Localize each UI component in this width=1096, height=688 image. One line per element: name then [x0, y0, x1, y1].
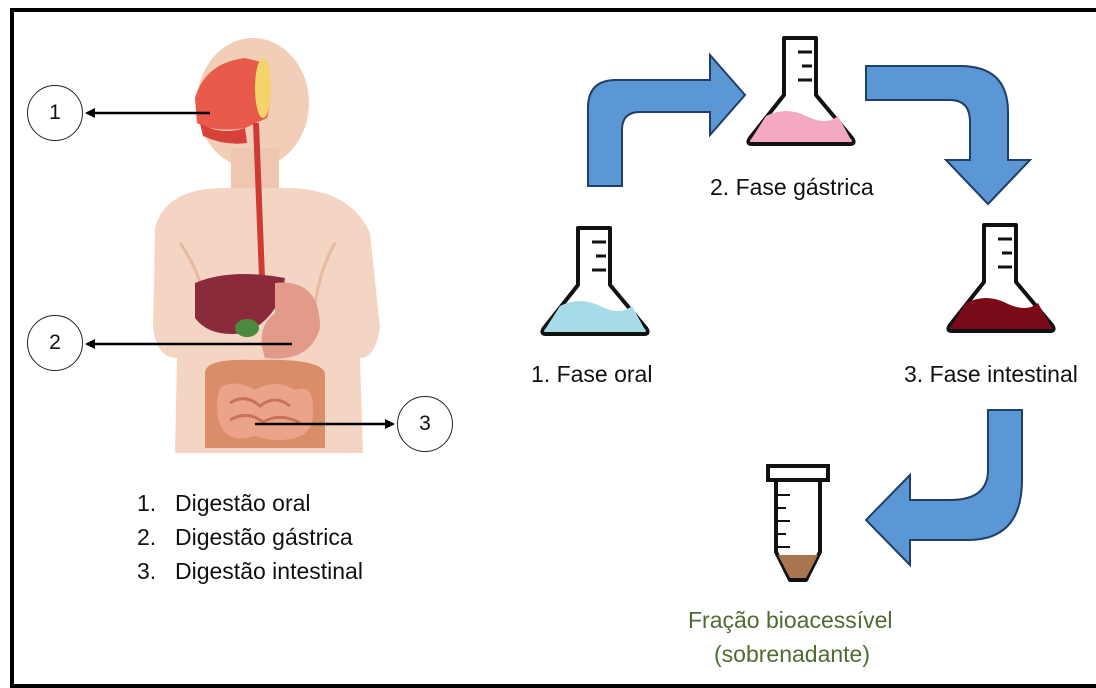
flow-arrow-gastric-to-intestinal: [866, 66, 1030, 204]
label-result-line1: Fração bioacessível: [688, 609, 893, 632]
label-phase-intestinal: 3. Fase intestinal: [904, 363, 1078, 386]
flask-oral: [542, 228, 647, 334]
flow-arrow-intestinal-to-result: [866, 410, 1022, 565]
label-phase-gastric: 2. Fase gástrica: [710, 176, 874, 199]
flask-gastric: [748, 38, 853, 144]
label-result-line2: (sobrenadante): [714, 643, 870, 666]
label-phase-oral: 1. Fase oral: [531, 363, 652, 386]
flask-intestinal: [948, 225, 1053, 331]
flow-arrow-oral-to-gastric: [588, 55, 745, 186]
centrifuge-tube: [768, 466, 828, 580]
